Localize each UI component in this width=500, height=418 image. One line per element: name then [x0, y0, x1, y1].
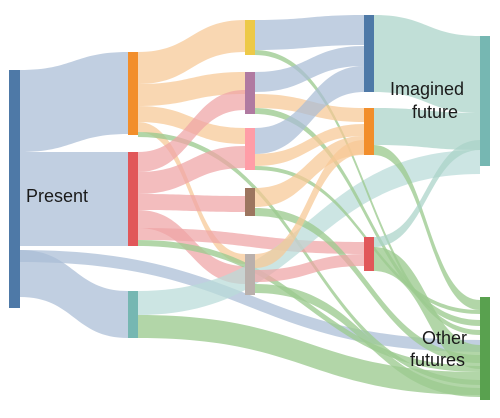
link-c2b-to-other [255, 108, 480, 326]
node-c2a [245, 20, 255, 55]
link-c2e-to-c3c [255, 254, 364, 282]
label-other-futures-2: futures [410, 350, 465, 370]
link-c3b-to-imagined [374, 108, 480, 150]
link-c3c-to-imagined [374, 140, 480, 247]
node-c2b [245, 72, 255, 114]
node-c1a [128, 52, 138, 135]
label-imagined-future-1: Imagined [390, 79, 464, 99]
node-present [9, 70, 20, 308]
link-c1c-to-other [138, 315, 480, 395]
link-c3a-to-imagined [374, 15, 480, 113]
link-c2c-to-c3a [255, 66, 364, 154]
link-c1a-to-c2a [138, 20, 245, 84]
link-c3b-to-other [374, 145, 480, 310]
label-imagined-future-2: future [412, 102, 458, 122]
link-c1a-to-other [138, 132, 480, 385]
link-c1c-to-imagined [138, 150, 480, 315]
node-c1b [128, 152, 138, 246]
node-c2e [245, 254, 255, 295]
link-c1b-to-other [138, 240, 480, 372]
link-present-to-c1a [20, 52, 128, 152]
link-c1b-to-c2c [138, 146, 245, 194]
link-c3c-to-other [374, 247, 480, 369]
link-c2e-to-c3b [255, 140, 364, 268]
node-c3b [364, 108, 374, 155]
link-c1b-to-c2b [138, 90, 245, 172]
flow-links [20, 15, 480, 397]
link-c1b-to-c3c [138, 228, 364, 254]
node-c2d [245, 188, 255, 216]
link-c2a-to-other [255, 50, 480, 335]
node-c2c [245, 128, 255, 170]
node-other [480, 297, 490, 400]
link-c2a-to-c3a [255, 15, 364, 50]
link-c1b-to-c2d [138, 194, 245, 212]
link-present-to-other [20, 250, 480, 352]
link-c2b-to-c3a [255, 46, 364, 92]
flow-nodes [9, 15, 490, 400]
node-c3a [364, 15, 374, 92]
link-present-to-c1b [20, 152, 128, 246]
link-c2e-to-other [255, 284, 480, 397]
link-c2d-to-other [255, 208, 480, 363]
node-imagined [480, 36, 490, 166]
link-c1a-to-c2e [138, 122, 245, 264]
link-c1a-to-c2b [138, 72, 245, 106]
node-labels: Present Imagined future Other futures [26, 79, 467, 370]
link-present-to-c1c [20, 250, 128, 338]
label-present: Present [26, 186, 88, 206]
label-other-futures-1: Other [422, 328, 467, 348]
node-c3c [364, 237, 374, 271]
node-c1c [128, 291, 138, 338]
link-c2c-to-c3b [255, 124, 364, 166]
